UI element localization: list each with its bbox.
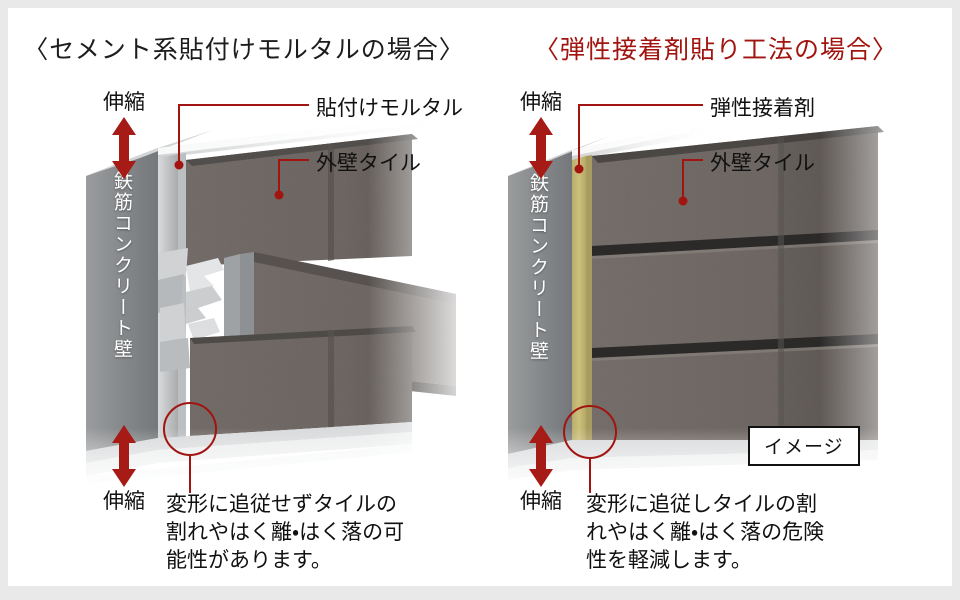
left-stretch-top: 伸縮 <box>87 92 161 179</box>
leader-dot-tile <box>678 196 688 206</box>
left-panel-title: 〈セメント系貼付けモルタルの場合〉 <box>23 35 465 64</box>
right-stretch-bottom: 伸縮 <box>504 421 578 512</box>
right-wall-label: 鉄筋コンクリート壁 <box>527 173 549 362</box>
callout-label-adhesive: 弾性接着剤 <box>710 96 815 120</box>
detail-highlight-circle <box>163 402 217 456</box>
left-stretch-top-label: 伸縮 <box>103 90 145 114</box>
right-stretch-top-label: 伸縮 <box>520 90 562 114</box>
leader-dot-tile <box>274 190 284 200</box>
double-arrow-icon <box>529 425 553 487</box>
panel-elastic-adhesive: 〈弾性接着剤貼り工法の場合〉 <box>480 8 952 586</box>
right-caption-line-1: 変形に追従しタイルの割 <box>586 492 817 516</box>
leader-dot-mortar <box>174 160 184 170</box>
callout-label-mortar: 貼付けモルタル <box>316 96 463 120</box>
adhesive-layer <box>572 156 586 448</box>
callout-label-tile: 外壁タイル <box>710 151 815 175</box>
left-caption-line-3: 能性があります。 <box>166 547 332 572</box>
left-stretch-bottom: 伸縮 <box>87 421 161 512</box>
double-arrow-icon <box>112 117 136 179</box>
left-caption-line-2: 割れやはく離・はく落の可 <box>166 519 405 544</box>
left-caption-line-1: 変形に追従せずタイルの <box>166 492 397 516</box>
panel-cement-mortar: 〈セメント系貼付けモルタルの場合〉 <box>8 8 480 586</box>
left-wall-label: 鉄筋コンクリート壁 <box>111 171 133 360</box>
callout-label-tile: 外壁タイル <box>316 151 421 175</box>
left-caption: 変形に追従せずタイルの 割れやはく離・はく落の可 能性があります。 <box>166 491 466 575</box>
right-stretch-bottom-label: 伸縮 <box>520 489 562 513</box>
right-panel-title: 〈弾性接着剤貼り工法の場合〉 <box>533 35 898 64</box>
image-disclaimer-badge: イメージ <box>748 426 860 466</box>
right-stretch-top: 伸縮 <box>504 92 578 179</box>
right-caption-line-2: れやはく離・はく落の危険 <box>586 519 825 544</box>
right-caption: 変形に追従しタイルの割 れやはく離・はく落の危険 性を軽減します。 <box>586 491 896 575</box>
double-arrow-icon <box>529 117 553 179</box>
double-arrow-icon <box>112 425 136 487</box>
left-stretch-bottom-label: 伸縮 <box>103 489 145 513</box>
diagram-canvas: 〈セメント系貼付けモルタルの場合〉 <box>8 8 952 586</box>
right-caption-line-3: 性を軽減します。 <box>586 547 752 572</box>
